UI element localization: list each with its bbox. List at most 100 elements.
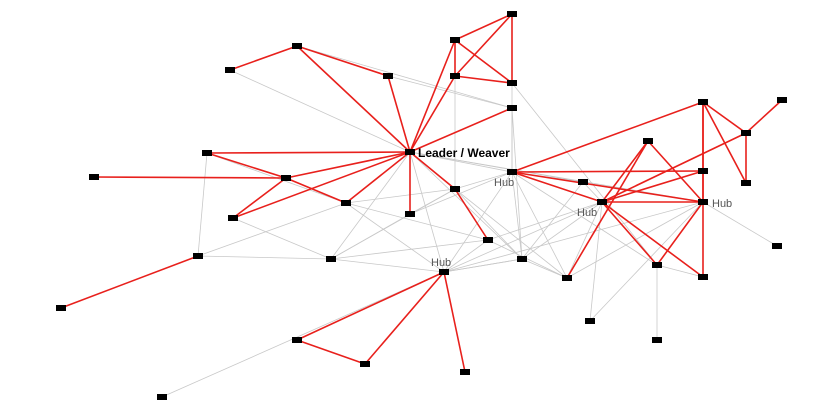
network-node [698, 99, 708, 105]
weak-tie-edge [330, 239, 489, 260]
weak-tie-edge [511, 171, 658, 266]
node-labels: Leader / Weaver Hub Hub Hub Hub [418, 146, 732, 269]
weak-tie-edge [656, 264, 704, 278]
weak-tie-edge [197, 152, 208, 257]
strong-tie-edge [511, 171, 704, 203]
weak-tie-edge [345, 202, 489, 241]
network-node [439, 269, 449, 275]
strong-tie-edge [409, 39, 456, 153]
weak-tie-edge [443, 258, 523, 273]
strong-tie-edge [702, 101, 747, 184]
network-node [56, 305, 66, 311]
network-node [772, 243, 782, 249]
strong-tie-edge [285, 177, 347, 204]
weak-tie-edge [330, 258, 445, 273]
weak-tie-edge [454, 188, 523, 260]
strong-tie-edge [443, 271, 466, 373]
strong-tie-edge [285, 151, 411, 179]
strong-tie-edge [364, 271, 445, 365]
weak-tie-edge [330, 151, 411, 260]
strong-tie-edge [296, 45, 389, 77]
network-node [89, 174, 99, 180]
network-node [483, 237, 493, 243]
weak-tie-edge [511, 107, 523, 260]
weak-tie-edge [409, 171, 513, 215]
weak-tie-edge [566, 201, 603, 279]
strong-tie-edge [409, 107, 513, 153]
network-node [698, 199, 708, 205]
strong-tie-edge [511, 170, 704, 173]
network-node [517, 256, 527, 262]
strong-tie-edge [409, 151, 456, 190]
strong-tie-edge [409, 75, 456, 153]
strong-tie-edge [702, 101, 747, 134]
weak-tie-edge [345, 202, 445, 273]
weak-tie-edge [521, 201, 603, 260]
weak-tie-edge [702, 201, 778, 247]
network-node [292, 43, 302, 49]
network-node [643, 138, 653, 144]
network-node [405, 211, 415, 217]
strong-tie-edge [296, 271, 445, 341]
weak-tie-edge [409, 188, 456, 215]
strong-tie-edge [387, 75, 411, 153]
hub-label-1: Hub [494, 177, 514, 189]
strong-tie-edge [511, 171, 603, 203]
weak-tie-edge [511, 171, 523, 260]
network-node [585, 318, 595, 324]
network-node [507, 80, 517, 86]
network-node [698, 168, 708, 174]
leader-weaver-label: Leader / Weaver [418, 146, 510, 160]
strong-tie-edge [647, 140, 704, 203]
weak-tie-edge [197, 255, 332, 260]
strong-tie-edge [454, 13, 513, 77]
weak-ties [161, 45, 778, 398]
network-node [281, 175, 291, 181]
network-node [228, 215, 238, 221]
weak-tie-edge [443, 171, 513, 273]
network-node [157, 394, 167, 400]
strong-tie-edge [454, 75, 513, 84]
strong-tie-edge [232, 151, 411, 219]
strong-tie-edge [511, 101, 704, 173]
weak-tie-edge [443, 201, 603, 273]
network-node [450, 37, 460, 43]
weak-tie-edge [487, 201, 603, 241]
weak-tie-edge [296, 45, 513, 109]
network-node [225, 67, 235, 73]
network-node [597, 199, 607, 205]
strong-tie-edge [745, 99, 783, 134]
strong-tie-edge [601, 140, 649, 203]
strong-tie-edge [93, 176, 287, 179]
weak-tie-edge [387, 75, 513, 109]
weak-tie-edge [232, 217, 332, 260]
strong-tie-edge [296, 339, 366, 365]
nodes [56, 11, 787, 400]
weak-tie-edge [161, 271, 445, 398]
network-node [450, 186, 460, 192]
network-node [326, 256, 336, 262]
weak-tie-edge [229, 69, 411, 153]
network-node [578, 179, 588, 185]
strong-tie-edge [454, 13, 513, 41]
weak-tie-edge [454, 171, 513, 190]
network-node [652, 337, 662, 343]
strong-tie-edge [454, 188, 489, 241]
network-node [777, 97, 787, 103]
strong-tie-edge [206, 152, 287, 179]
network-node [507, 11, 517, 17]
network-node [405, 149, 415, 155]
network-node [507, 169, 517, 175]
network-node [698, 274, 708, 280]
strong-tie-edge [296, 45, 411, 153]
hub-label-4: Hub [431, 257, 451, 269]
network-node [202, 150, 212, 156]
weak-tie-edge [443, 239, 489, 273]
strong-tie-edge [229, 45, 298, 71]
weak-tie-edge [521, 181, 584, 260]
weak-tie-edge [330, 213, 411, 260]
weak-tie-edge [345, 188, 456, 204]
weak-tie-edge [487, 239, 568, 279]
weak-tie-edge [511, 82, 658, 266]
